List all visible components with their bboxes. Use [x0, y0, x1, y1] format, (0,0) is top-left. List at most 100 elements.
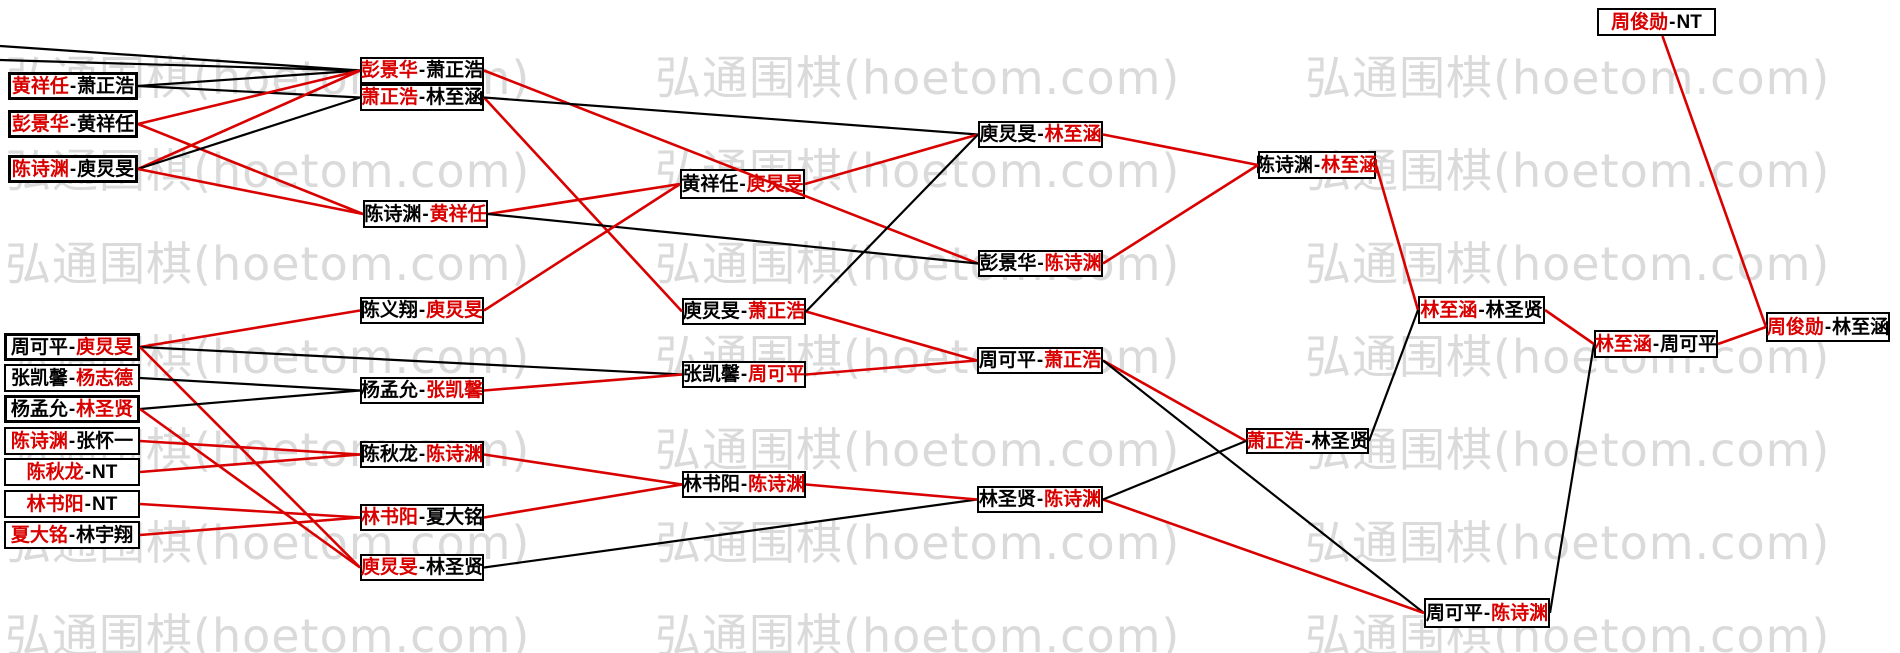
pairing-dash: - [69, 75, 77, 97]
match-box-B3[interactable]: 陈诗渊-黄祥任 [363, 200, 488, 228]
match-box-D1[interactable]: 庾炅旻-林至涵 [978, 121, 1103, 148]
player-name: 林至涵 [1321, 154, 1379, 176]
player-name: 陈诗渊 [748, 474, 806, 495]
match-box-B4[interactable]: 陈义翔-庾炅旻 [360, 297, 484, 324]
player-name: 林书阳 [682, 474, 740, 495]
watermark-text: 弘通围棋(hoetom.com) [5, 237, 531, 291]
match-box-G2[interactable]: 周俊勋-林至涵 [1766, 312, 1890, 342]
match-box-A10[interactable]: 夏大铭-林宇翔 [4, 521, 140, 549]
player-name: 张凯馨 [682, 364, 740, 385]
player-name: 彭景华 [979, 253, 1037, 274]
watermark-text: 弘通围棋(hoetom.com) [1305, 51, 1831, 105]
match-box-A8[interactable]: 陈秋龙-NT [4, 458, 140, 486]
player-name: 黄祥任 [11, 75, 69, 97]
pairing-dash: - [68, 398, 76, 420]
pairing-dash: - [418, 60, 426, 81]
pairing-dash: - [1036, 489, 1044, 510]
match-box-C4[interactable]: 林书阳-陈诗渊 [682, 471, 806, 498]
player-name: 萧正浩 [426, 60, 484, 81]
match-box-F1[interactable]: 林至涵-林圣贤 [1418, 296, 1545, 324]
pairing-dash: - [68, 367, 76, 389]
player-name: 庾炅旻 [77, 158, 135, 180]
player-name: 陈秋龙 [360, 444, 418, 465]
pairing-dash: - [1669, 11, 1676, 33]
player-name: 彭景华 [11, 113, 69, 135]
match-box-A2[interactable]: 彭景华-黄祥任 [8, 110, 138, 138]
player-name: 杨孟允 [10, 398, 68, 420]
pairing-dash: - [1824, 316, 1832, 338]
match-box-A6[interactable]: 杨孟允-林圣贤 [4, 395, 140, 423]
connector-line [1102, 359, 1425, 614]
player-name: 周俊勋 [1766, 316, 1824, 338]
player-name: 庾炅旻 [682, 301, 740, 322]
pairing-dash: - [84, 461, 91, 483]
player-name: 黄祥任 [429, 203, 487, 225]
player-name: 周可平 [1660, 333, 1718, 355]
match-box-E3[interactable]: 周可平-陈诗渊 [1424, 598, 1550, 628]
player-name: 周可平 [10, 336, 68, 358]
match-box-A3[interactable]: 陈诗渊-庾炅旻 [8, 155, 138, 183]
player-name: 林至涵 [1832, 316, 1890, 338]
player-name: NT [92, 493, 118, 515]
pairing-dash: - [740, 364, 748, 385]
pairing-dash: - [418, 300, 426, 321]
pairing-dash: - [1037, 253, 1044, 274]
player-name: 庾炅旻 [76, 336, 134, 358]
pairing-dash: - [739, 173, 746, 195]
match-box-C3[interactable]: 张凯馨-周可平 [682, 361, 806, 388]
match-box-D3[interactable]: 周可平-萧正浩 [977, 347, 1103, 374]
match-box-B8[interactable]: 庾炅旻-林圣贤 [360, 554, 484, 581]
watermark-text: 弘通围棋(hoetom.com) [1305, 423, 1831, 477]
player-name: 萧正浩 [1044, 350, 1102, 371]
match-box-A4[interactable]: 周可平-庾炅旻 [4, 333, 140, 361]
pairing-dash: - [418, 444, 426, 465]
player-name: 张凯馨 [426, 380, 484, 401]
match-box-B5[interactable]: 杨孟允-张凯馨 [360, 377, 484, 404]
match-box-B7[interactable]: 林书阳-夏大铭 [360, 504, 484, 531]
player-name: NT [92, 461, 118, 483]
pairing-dash: - [1483, 602, 1491, 624]
match-box-A1[interactable]: 黄祥任-萧正浩 [8, 72, 138, 100]
watermark-text: 弘通围棋(hoetom.com) [655, 423, 1181, 477]
match-box-E2[interactable]: 萧正浩-林圣贤 [1246, 428, 1369, 454]
player-name: 夏大铭 [10, 524, 68, 546]
player-name: 庾炅旻 [360, 557, 418, 578]
match-box-G1[interactable]: 周俊勋-NT [1597, 8, 1716, 36]
watermark-text: 弘通围棋(hoetom.com) [5, 609, 531, 653]
watermark-text: 弘通围棋(hoetom.com) [655, 516, 1181, 570]
pairing-dash: - [69, 158, 77, 180]
player-name: 陈诗渊 [364, 203, 422, 225]
match-box-A7[interactable]: 陈诗渊-张怀一 [4, 427, 140, 455]
match-box-C1[interactable]: 黄祥任-庾炅旻 [680, 169, 805, 199]
pairing-dash: - [1478, 299, 1485, 321]
pairing-dash: - [84, 493, 91, 515]
match-box-D4[interactable]: 林圣贤-陈诗渊 [977, 486, 1103, 513]
match-box-A9[interactable]: 林书阳-NT [4, 490, 140, 518]
pairing-dash: - [1652, 333, 1660, 355]
player-name: 黄祥任 [77, 113, 135, 135]
watermark-text: 弘通围棋(hoetom.com) [1305, 330, 1831, 384]
player-name: 萧正浩 [360, 87, 418, 108]
player-name: 杨孟允 [360, 380, 418, 401]
player-name: 林书阳 [360, 507, 418, 528]
watermark-text: 弘通围棋(hoetom.com) [1305, 516, 1831, 570]
match-box-E1[interactable]: 陈诗渊-林至涵 [1256, 151, 1379, 179]
player-name: 林圣贤 [76, 398, 134, 420]
pairing-dash: - [1313, 154, 1321, 176]
match-box-F2[interactable]: 林至涵-周可平 [1594, 330, 1718, 358]
match-box-A5[interactable]: 张凯馨-杨志德 [4, 364, 140, 392]
match-box-B2[interactable]: 萧正浩-林至涵 [360, 84, 484, 111]
watermark-text: 弘通围棋(hoetom.com) [655, 51, 1181, 105]
match-box-B6[interactable]: 陈秋龙-陈诗渊 [360, 441, 484, 468]
player-name: 周可平 [1425, 602, 1483, 624]
match-box-D2[interactable]: 彭景华-陈诗渊 [978, 250, 1103, 277]
player-name: 林至涵 [1594, 333, 1652, 355]
player-name: 张凯馨 [10, 367, 68, 389]
player-name: 周可平 [978, 350, 1036, 371]
player-name: 周可平 [748, 364, 806, 385]
player-name: 庾炅旻 [426, 300, 484, 321]
match-box-C2[interactable]: 庾炅旻-萧正浩 [682, 298, 806, 325]
match-box-B1[interactable]: 彭景华-萧正浩 [360, 57, 484, 84]
player-name: 陈秋龙 [26, 461, 84, 483]
